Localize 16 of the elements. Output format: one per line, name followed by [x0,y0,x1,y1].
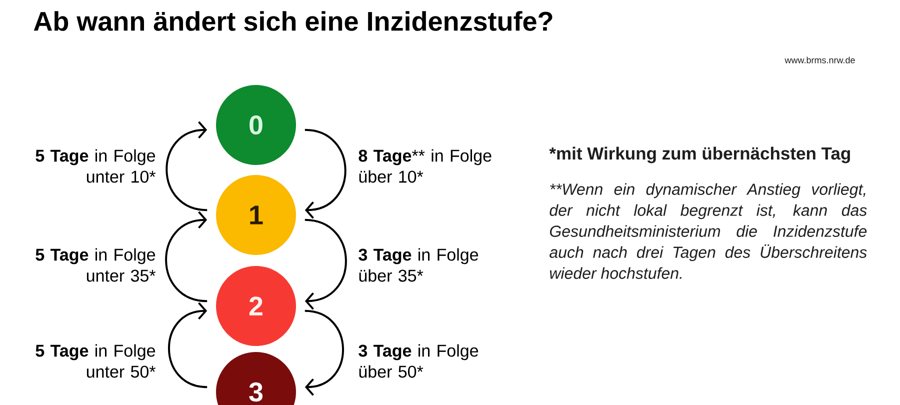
title: Ab wann ändert sich eine Inzidenzstufe? [34,11,552,31]
edge-label: 5 Tage in Folge unter 35* [36,248,156,282]
curved-arrow [168,302,208,388]
edge-label: 5 Tage in Folge unter 10* [36,149,156,183]
edge-label: 8 Tage** in Folge über 10* [358,149,492,183]
edge-label: 3 Tage in Folge über 50* [358,344,478,378]
curved-arrow [304,128,346,219]
footnote: *mit Wirkung zum übernächsten Tag [549,146,850,164]
curved-arrow [165,211,208,302]
web-address: www.brms.nrw.de [784,56,855,64]
edge-label: 5 Tage in Folge unter 50* [36,344,156,378]
curved-arrow [304,218,347,310]
curved-arrow [304,310,344,396]
footnote: **Wenn ein dynamischer Anstieg vorliegt, der nicht lokal begrenzt ist, kann das Gesundheitsministerium die Inzidenzstufe auch nach drei Tagen des Überschreitens wieder hochstufen. [550,183,867,279]
curved-arrow [166,121,208,212]
edge-label: 3 Tage in Folge über 35* [358,248,478,282]
